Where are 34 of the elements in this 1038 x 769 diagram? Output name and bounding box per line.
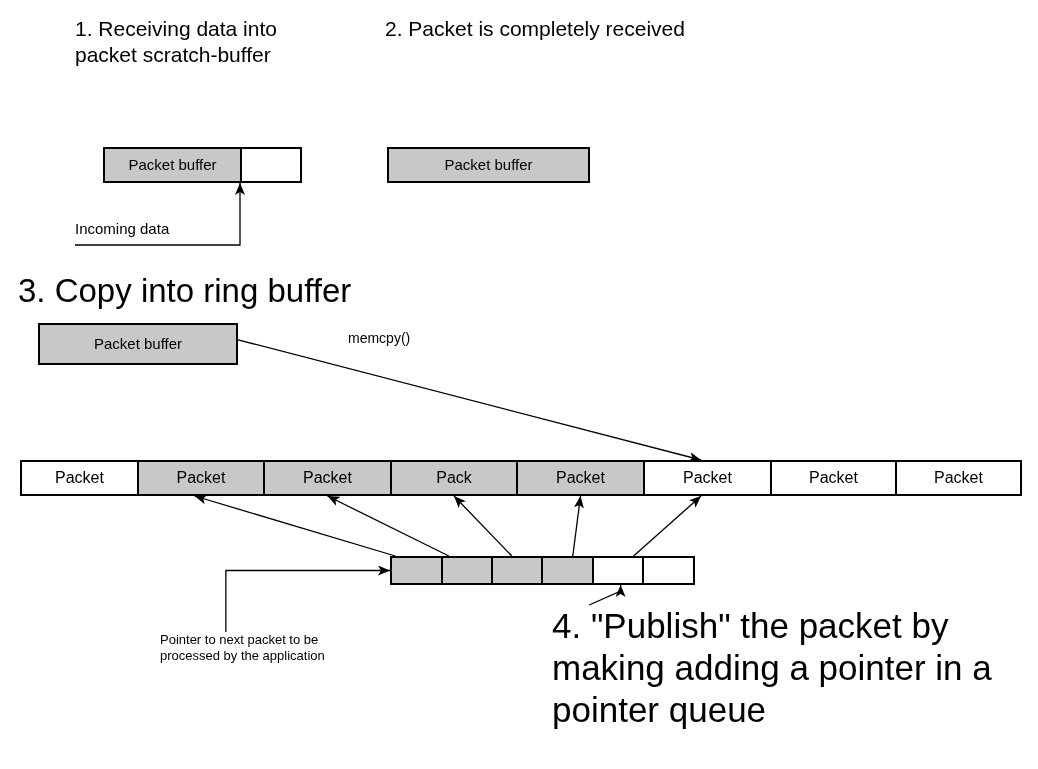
ring-buffer-slot: Packet (263, 460, 392, 496)
arrow (326, 495, 450, 557)
packet-buffer: Packet buffer (38, 323, 238, 365)
packet-buffer: Packet buffer (387, 147, 590, 183)
arrow (632, 495, 702, 557)
edge-label: memcpy() (346, 330, 413, 346)
arrow (572, 495, 584, 557)
step-heading: 1. Receiving data into packet scratch-buffer (75, 16, 278, 69)
arrow (588, 584, 626, 606)
buffer-segment: Packet buffer (103, 147, 242, 183)
ring-buffer-slot: Packet (643, 460, 772, 496)
ring-buffer-slot: Packet (20, 460, 139, 496)
ring-buffer-slot: Packet (770, 460, 897, 496)
queue-slot (441, 556, 493, 585)
arrow (225, 565, 391, 633)
queue-slot (390, 556, 443, 585)
arrow (74, 182, 245, 246)
buffer-segment (240, 147, 302, 183)
queue-slot (642, 556, 695, 585)
arrow (237, 339, 702, 462)
ring-buffer-slot: Pack (390, 460, 518, 496)
ring-buffer-slot: Packet (137, 460, 265, 496)
queue-slot (541, 556, 594, 585)
annotation-text: Pointer to next packet to be processed by the application (160, 632, 338, 692)
step-heading: 2. Packet is completely received (385, 16, 686, 42)
arrow (193, 494, 396, 557)
annotation-text: Incoming data (75, 220, 225, 245)
ring-buffer-slot: Packet (516, 460, 645, 496)
queue-slot (491, 556, 543, 585)
arrow (453, 495, 513, 557)
step-heading: 3. Copy into ring buffer (18, 271, 353, 311)
step-heading: 4. "Publish" the packet by making adding a pointer in a pointer queue (552, 605, 1017, 755)
ring-buffer-slot: Packet (895, 460, 1022, 496)
queue-slot (592, 556, 644, 585)
